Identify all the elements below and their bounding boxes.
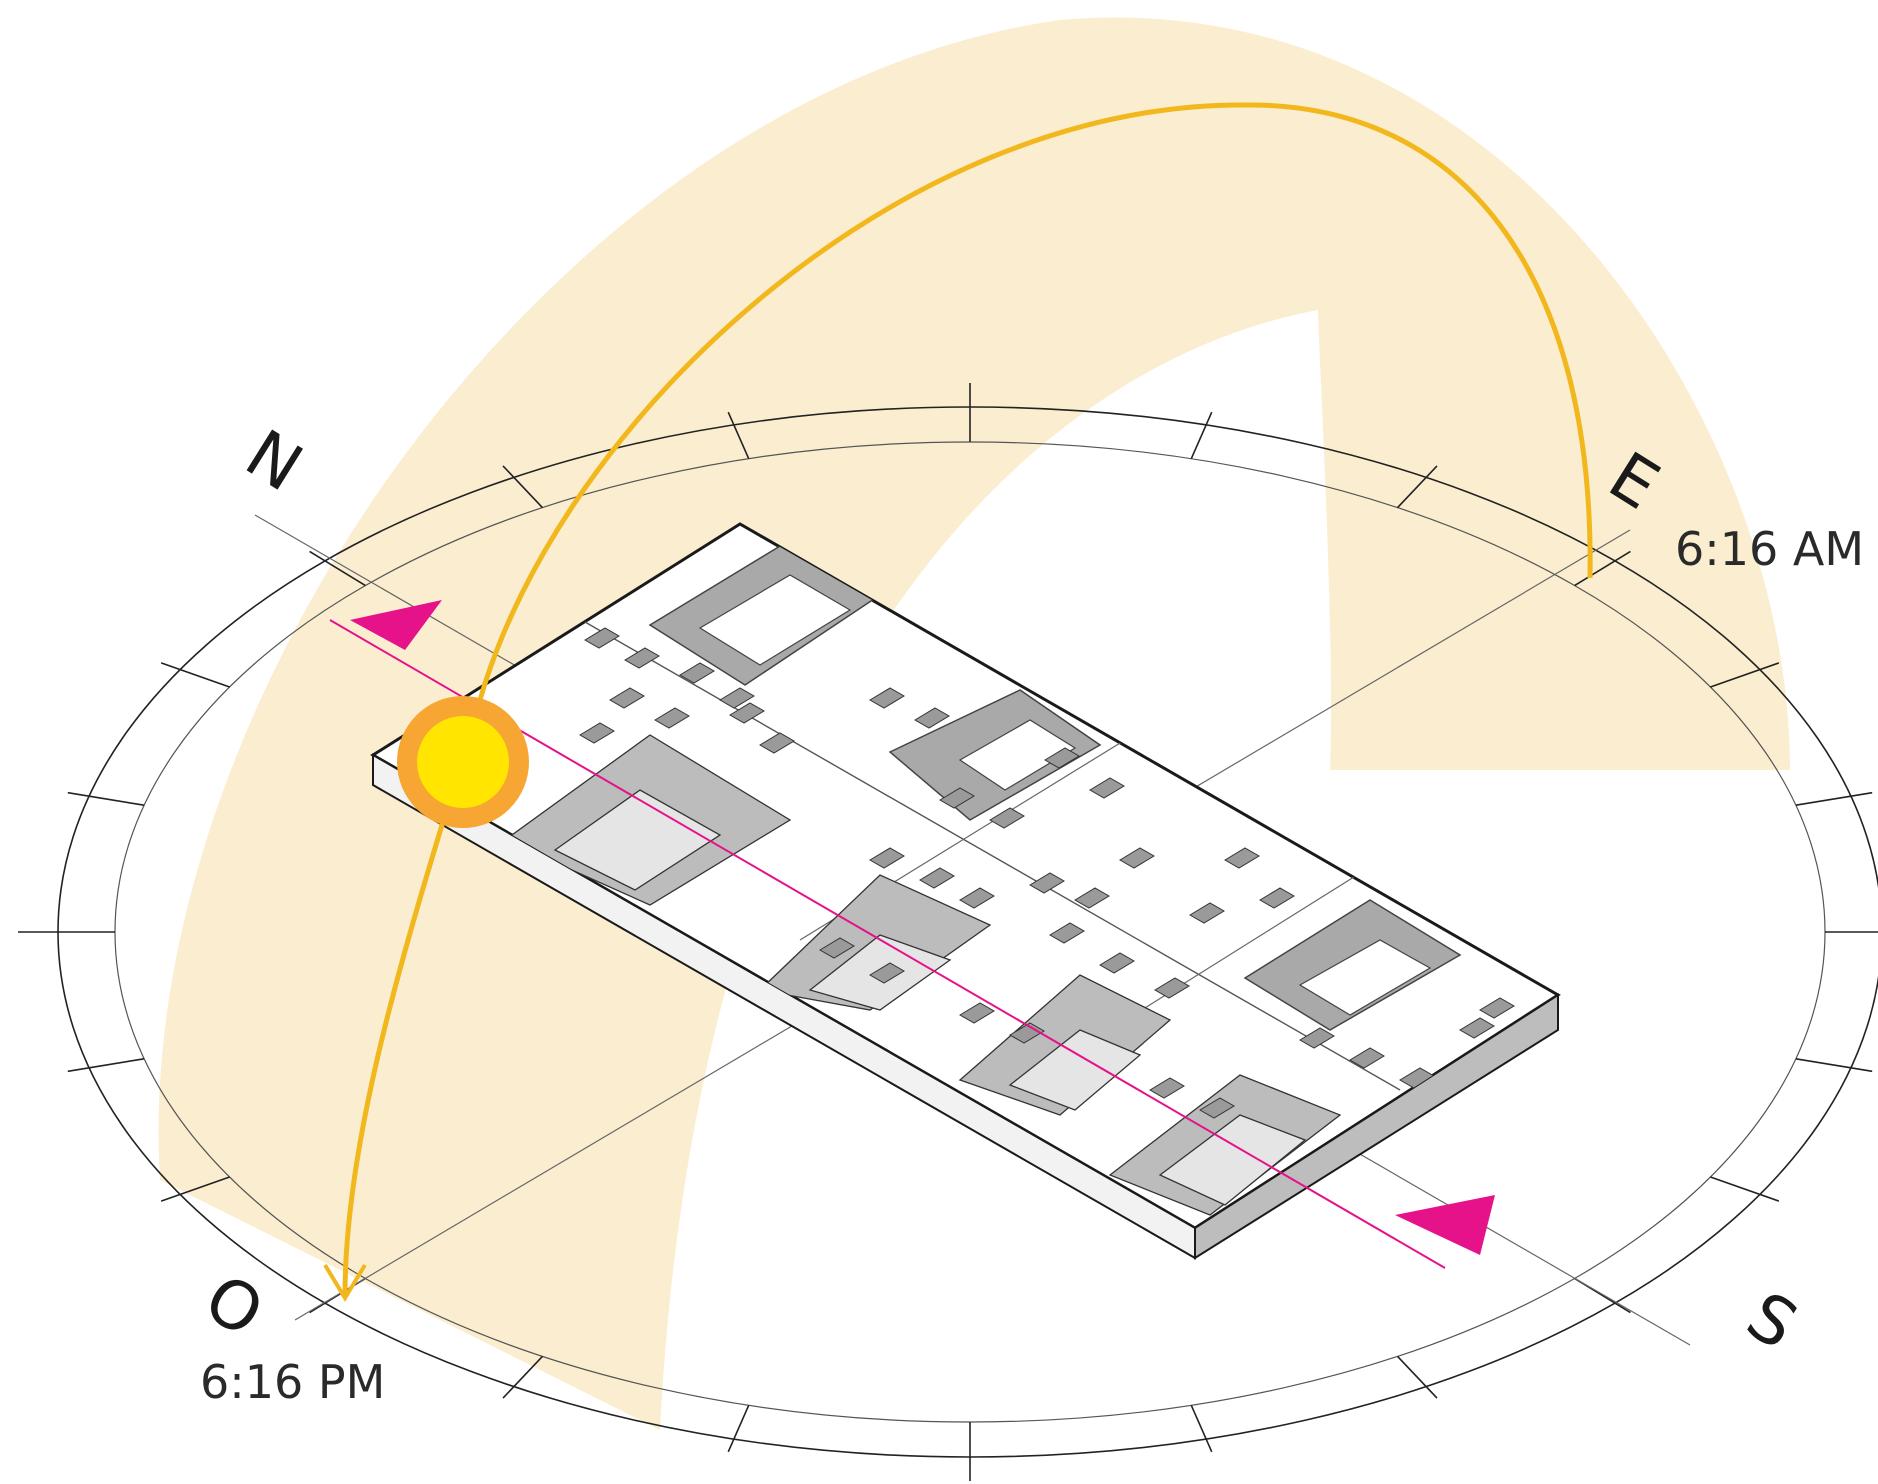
skylight xyxy=(1479,997,1515,1019)
building-model xyxy=(370,522,1561,1260)
skylight xyxy=(1149,1077,1185,1099)
sunrise-time-label: 6:16 AM xyxy=(1675,522,1864,576)
skylight xyxy=(654,707,690,729)
triangle-arrow-icon xyxy=(350,600,442,650)
compass-tick xyxy=(1190,1404,1213,1453)
skylight xyxy=(1349,1047,1385,1069)
skylight xyxy=(1074,887,1110,909)
sun-path-arrowhead xyxy=(323,1263,367,1302)
triangle-arrow-icon xyxy=(1395,1195,1495,1255)
skylight xyxy=(759,732,795,754)
room-block-1 xyxy=(503,734,792,906)
skylight xyxy=(1259,887,1295,909)
skylight xyxy=(1089,777,1125,799)
skylight xyxy=(609,687,645,709)
compass-tick xyxy=(160,1176,230,1202)
compass-north-label: N xyxy=(233,415,316,506)
compass-tick xyxy=(1190,411,1213,460)
skylight xyxy=(679,662,715,684)
skylight xyxy=(1199,1097,1235,1119)
compass-tick xyxy=(502,1355,544,1399)
skylight xyxy=(939,787,975,809)
compass-tick xyxy=(1710,662,1780,688)
skylight xyxy=(1119,847,1155,869)
compass-tick xyxy=(1795,1058,1873,1073)
skylight xyxy=(869,847,905,869)
skylight xyxy=(719,687,755,709)
skylight xyxy=(989,807,1025,829)
skylight xyxy=(579,722,615,744)
skylight xyxy=(1459,1017,1495,1039)
skylight xyxy=(1044,747,1080,769)
sunset-time-label: 6:16 PM xyxy=(200,1355,385,1409)
compass-tick xyxy=(1795,791,1873,806)
compass-tick xyxy=(1710,1176,1780,1202)
skylight xyxy=(1049,922,1085,944)
compass-tick xyxy=(67,791,145,806)
compass-tick xyxy=(309,550,366,587)
compass-tick xyxy=(1396,465,1438,509)
skylight xyxy=(1009,1022,1045,1044)
skylight xyxy=(1299,1027,1335,1049)
compass-tick xyxy=(1574,550,1631,587)
sun-icon xyxy=(397,696,529,828)
skylight xyxy=(1154,977,1190,999)
skylight xyxy=(869,687,905,709)
compass-west-label: O xyxy=(191,1260,276,1353)
sun-band xyxy=(158,17,1790,1431)
room-block-4 xyxy=(1108,1074,1342,1216)
skylight xyxy=(729,702,765,724)
sun-path xyxy=(342,102,1593,1296)
skylight xyxy=(914,707,950,729)
skylight xyxy=(919,867,955,889)
room-block-3 xyxy=(958,974,1172,1116)
courtyard-2 xyxy=(888,689,1102,821)
skylights xyxy=(579,627,1515,1119)
skylight xyxy=(1189,902,1225,924)
skylight xyxy=(1224,847,1260,869)
courtyard-3 xyxy=(1243,899,1462,1031)
compass-tick xyxy=(727,411,750,460)
skylight xyxy=(959,1002,995,1024)
skylight xyxy=(959,887,995,909)
building-side-right xyxy=(1194,993,1559,1260)
compass-tick xyxy=(727,1404,750,1453)
compass-tick xyxy=(502,465,544,509)
skylight xyxy=(1099,952,1135,974)
compass-tick xyxy=(1396,1355,1438,1399)
skylight xyxy=(584,627,620,649)
compass-tick xyxy=(160,662,230,688)
compass-tick xyxy=(67,1058,145,1073)
skylight xyxy=(819,937,855,959)
skylight xyxy=(1029,872,1065,894)
skylight xyxy=(624,647,660,669)
compass-south-label: S xyxy=(1734,1277,1810,1365)
skylight xyxy=(869,962,905,984)
